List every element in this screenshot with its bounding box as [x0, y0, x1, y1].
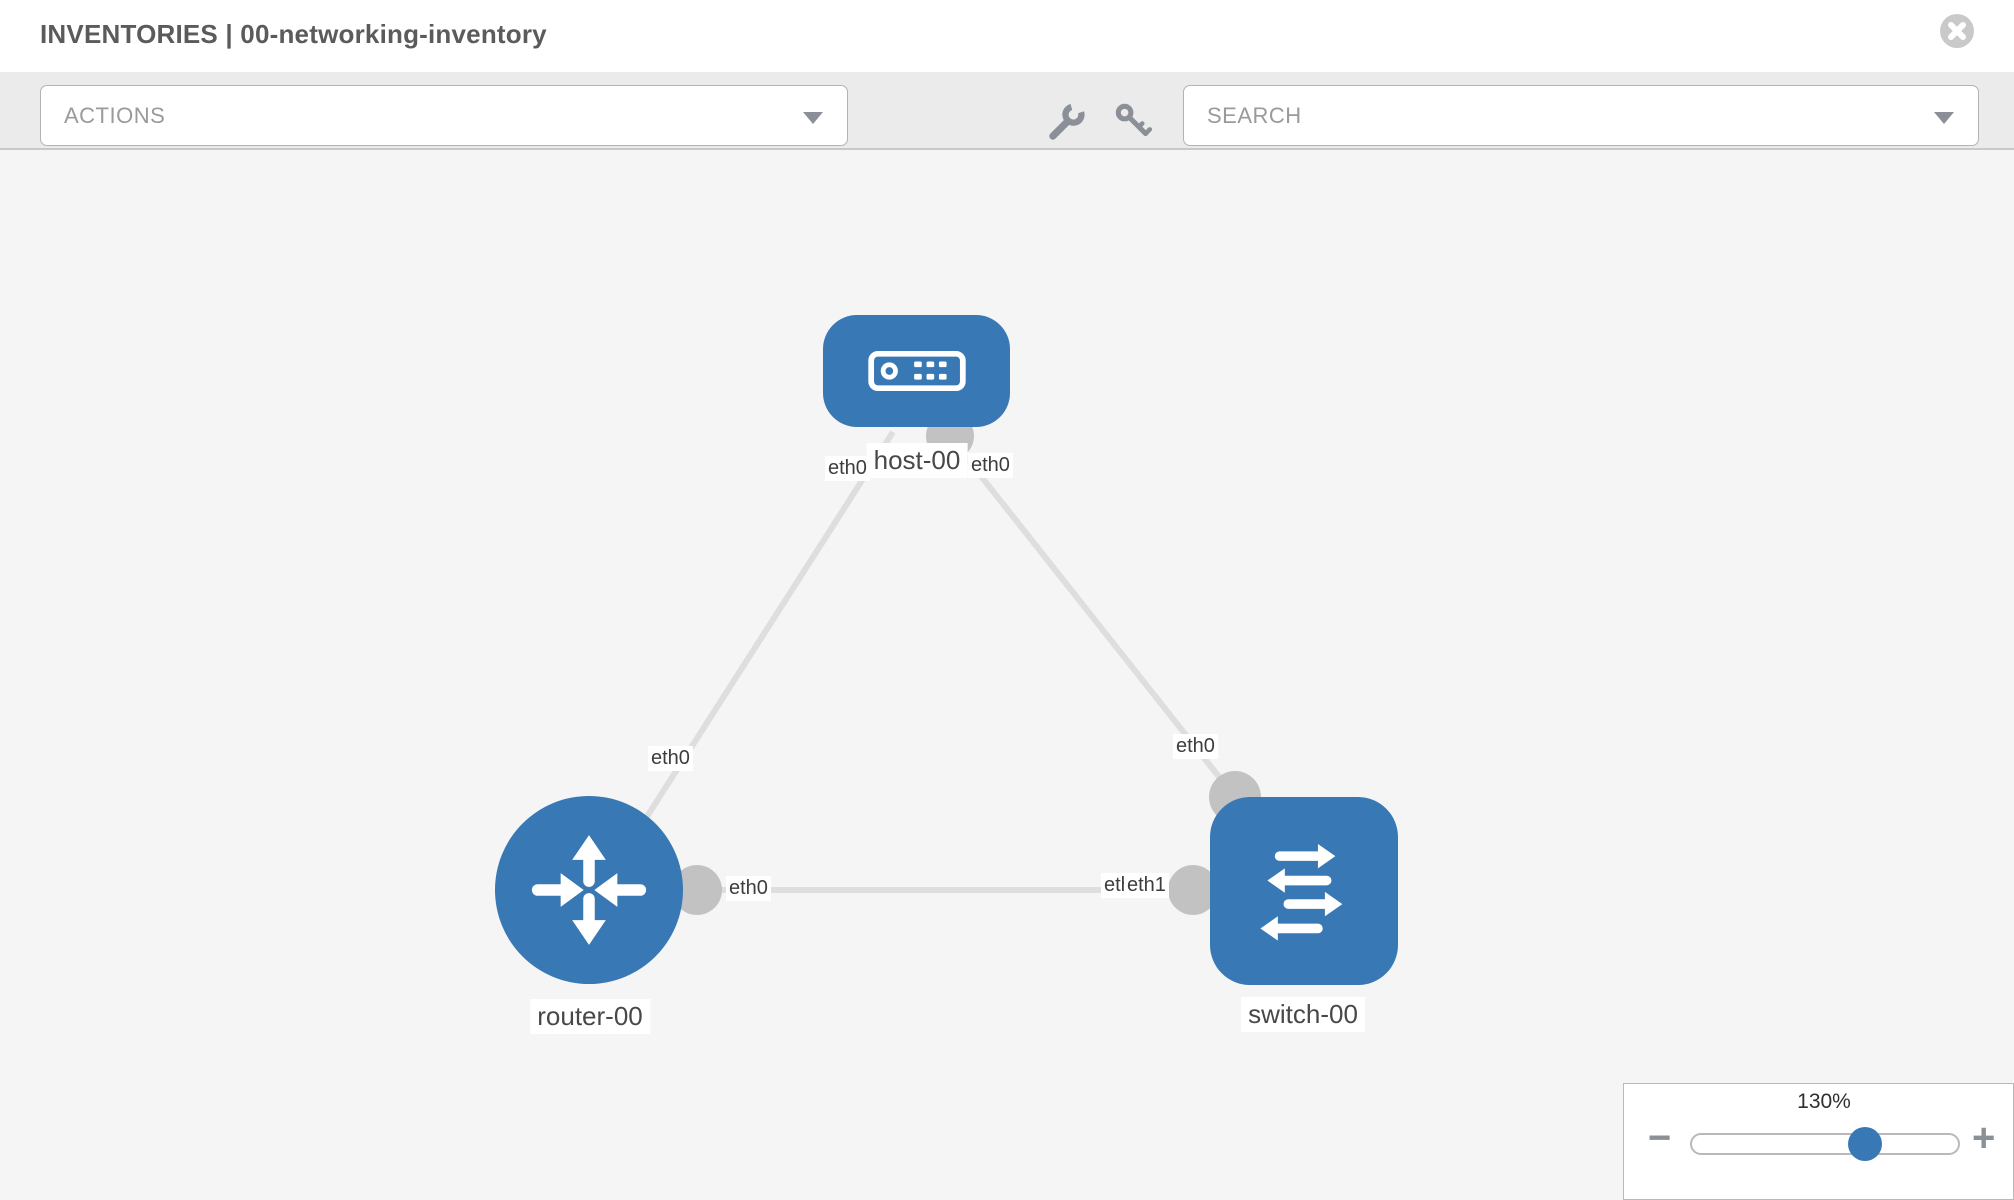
header: INVENTORIES | 00-networking-inventory — [0, 0, 2014, 72]
topology-links — [597, 412, 1261, 915]
interface-label: eth1 — [1124, 873, 1169, 898]
zoom-out-button[interactable]: − — [1648, 1116, 1672, 1160]
key-icon — [1115, 103, 1153, 137]
search-dropdown-label: SEARCH — [1207, 102, 1302, 128]
zoom-in-button[interactable]: + — [1972, 1116, 1996, 1160]
close-button[interactable] — [1940, 14, 1974, 48]
node-label-router: router-00 — [530, 999, 650, 1034]
interface-label: eth0 — [726, 876, 771, 901]
page-title: INVENTORIES | 00-networking-inventory — [40, 19, 547, 49]
adjust-button[interactable] — [1045, 98, 1091, 144]
toolbar: ACTIONS SEARCH — [0, 72, 2014, 150]
wrench-icon — [1049, 103, 1085, 140]
zoom-slider-handle[interactable] — [1848, 1127, 1882, 1161]
port-dot — [672, 865, 722, 915]
topology-canvas[interactable]: host-00 router-00 switch-00 eth0 eth0 et… — [0, 150, 2014, 1200]
zoom-slider[interactable] — [1690, 1127, 1960, 1161]
key-button[interactable] — [1110, 98, 1156, 144]
port-dot — [1168, 865, 1218, 915]
node-label-host: host-00 — [866, 443, 968, 478]
switch-icon — [1260, 843, 1343, 941]
close-icon — [1948, 22, 1966, 40]
actions-dropdown-label: ACTIONS — [64, 102, 166, 128]
search-dropdown[interactable]: SEARCH — [1183, 85, 1979, 146]
node-router-00[interactable] — [495, 796, 683, 984]
actions-dropdown[interactable]: ACTIONS — [40, 85, 848, 146]
interface-label: eth0 — [825, 456, 870, 481]
node-label-switch: switch-00 — [1241, 997, 1365, 1032]
chevron-down-icon — [1934, 112, 1954, 124]
host-icon — [867, 350, 966, 392]
zoom-value: 130% — [1797, 1090, 1851, 1113]
interface-label: eth0 — [1173, 734, 1218, 759]
node-host-00[interactable] — [823, 315, 1010, 427]
interface-label: eth0 — [968, 453, 1013, 478]
chevron-down-icon — [803, 112, 823, 124]
node-switch-00[interactable] — [1210, 797, 1398, 985]
zoom-control-panel: 130% − + — [1623, 1083, 2014, 1200]
link-router-host — [597, 430, 896, 892]
interface-label: eth0 — [648, 746, 693, 771]
router-icon — [531, 835, 647, 945]
